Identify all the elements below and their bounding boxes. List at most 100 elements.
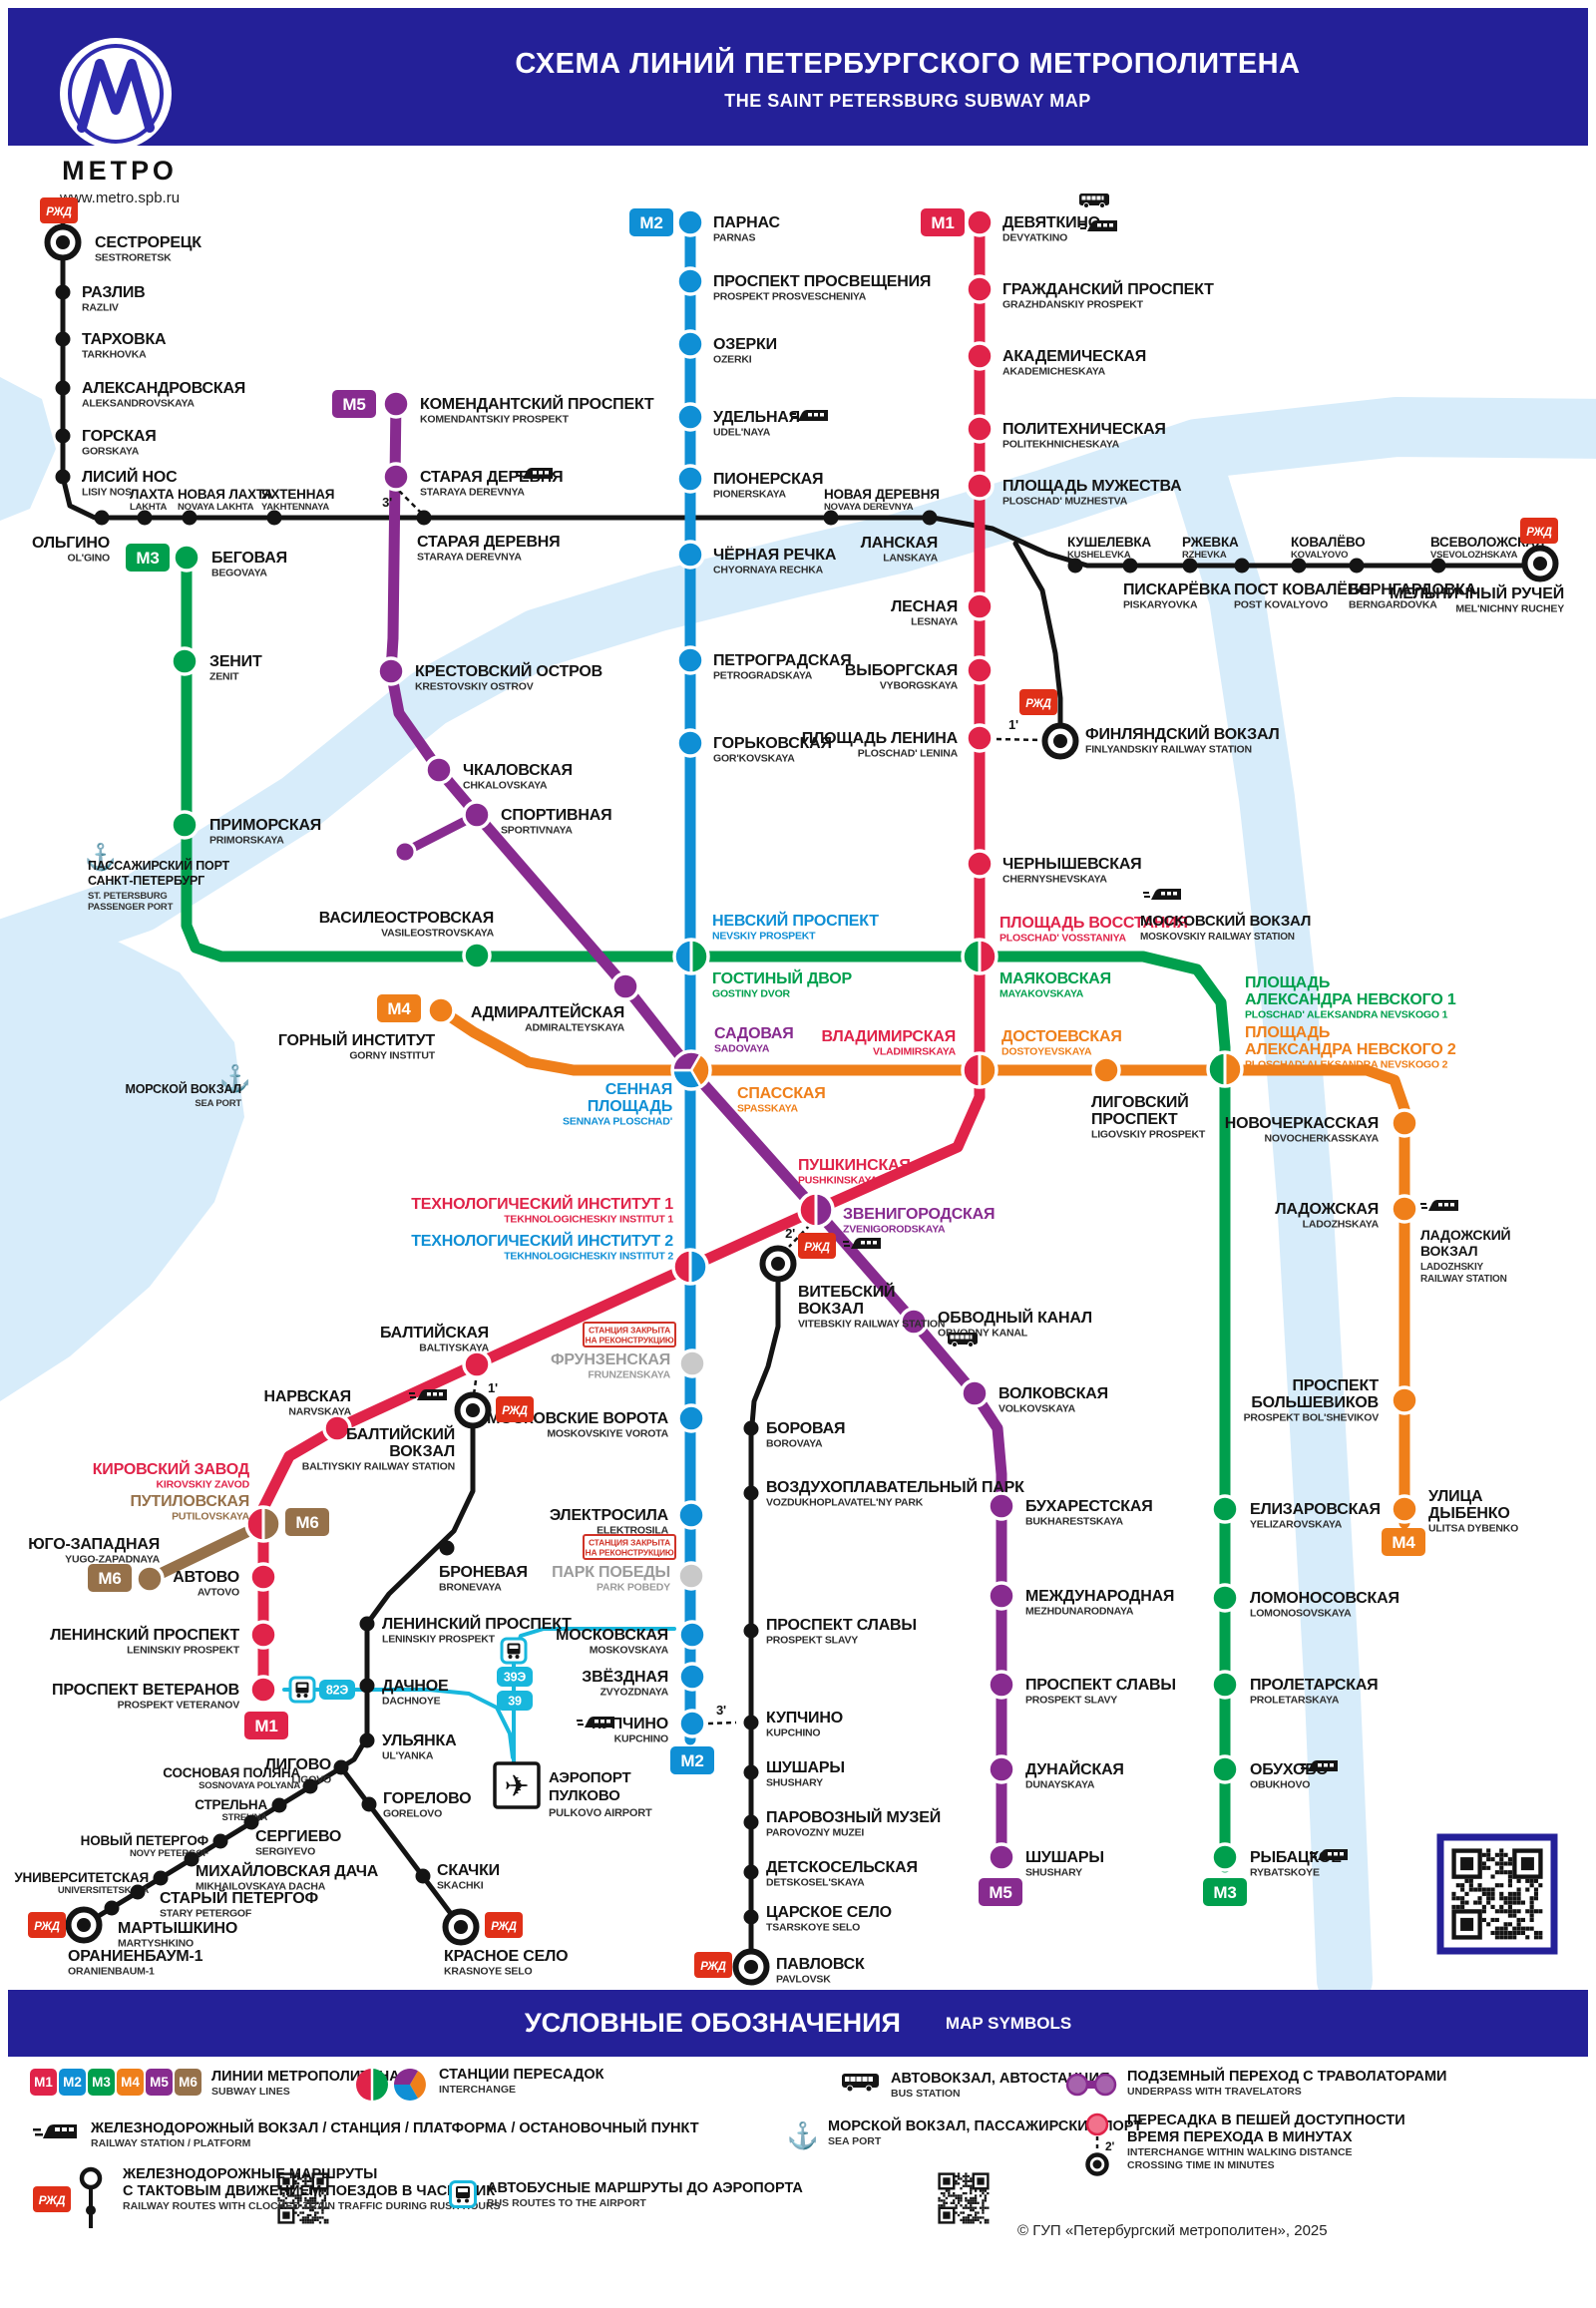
svg-text:VASILEOSTROVSKAYA: VASILEOSTROVSKAYA bbox=[381, 928, 495, 940]
svg-text:3': 3' bbox=[716, 1703, 726, 1718]
logo-url: www.metro.spb.ru bbox=[60, 190, 181, 206]
svg-text:ЛИСИЙ НОС: ЛИСИЙ НОС bbox=[82, 467, 178, 486]
rzd-icon: РЖД bbox=[1019, 689, 1057, 715]
legend-underpass-ru: ПОДЗЕМНЫЙ ПЕРЕХОД С ТРАВОЛАТОРАМИ bbox=[1127, 2069, 1447, 2085]
legend-walk-en1: INTERCHANGE WITHIN WALKING DISTANCE bbox=[1127, 2146, 1353, 2158]
svg-text:КРАСНОЕ СЕЛО: КРАСНОЕ СЕЛО bbox=[444, 1948, 568, 1965]
svg-text:ЛЕНИНСКИЙ ПРОСПЕКТ: ЛЕНИНСКИЙ ПРОСПЕКТ bbox=[382, 1614, 572, 1633]
rail-krasnoye-selo bbox=[338, 1764, 464, 1930]
svg-text:ЧЁРНАЯ РЕЧКА: ЧЁРНАЯ РЕЧКА bbox=[713, 546, 837, 564]
svg-text:ПЛОЩАДЬ МУЖЕСТВА: ПЛОЩАДЬ МУЖЕСТВА bbox=[1002, 478, 1182, 495]
title-russian: СХЕМА ЛИНИЙ ПЕТЕРБУРГСКОГО МЕТРОПОЛИТЕНА bbox=[515, 48, 1301, 80]
svg-text:STARY PETERGOF: STARY PETERGOF bbox=[160, 1908, 252, 1920]
rzd-routes-icon: РЖД bbox=[33, 2166, 103, 2228]
svg-text:MEL'NICHNY RUCHEY: MEL'NICHNY RUCHEY bbox=[1455, 603, 1564, 615]
airport-bus-icon bbox=[449, 2180, 477, 2208]
svg-text:BOROVAYA: BOROVAYA bbox=[766, 1438, 823, 1450]
svg-text:ВОЗДУХОПЛАВАТЕЛЬНЫЙ ПАРК: ВОЗДУХОПЛАВАТЕЛЬНЫЙ ПАРК bbox=[766, 1477, 1024, 1496]
legend-title-ru: УСЛОВНЫЕ ОБОЗНАЧЕНИЯ bbox=[524, 2008, 901, 2038]
svg-text:PARK POBEDY: PARK POBEDY bbox=[597, 1582, 670, 1594]
svg-text:УЛИЦА: УЛИЦА bbox=[1428, 1488, 1483, 1505]
svg-text:ТЕХНОЛОГИЧЕСКИЙ ИНСТИТУТ 1: ТЕХНОЛОГИЧЕСКИЙ ИНСТИТУТ 1 bbox=[411, 1194, 673, 1213]
svg-text:ЛАХТА: ЛАХТА bbox=[130, 487, 175, 502]
svg-text:GOR'KOVSKAYA: GOR'KOVSKAYA bbox=[713, 753, 795, 765]
svg-text:БЕГОВАЯ: БЕГОВАЯ bbox=[211, 550, 287, 567]
svg-text:ЛОМОНОСОВСКАЯ: ЛОМОНОСОВСКАЯ bbox=[1250, 1590, 1399, 1607]
svg-text:РЖЕВКА: РЖЕВКА bbox=[1182, 535, 1239, 550]
svg-text:CHYORNAYA RECHKA: CHYORNAYA RECHKA bbox=[713, 565, 824, 577]
legend-band: УСЛОВНЫЕ ОБОЗНАЧЕНИЯ MAP SYMBOLS bbox=[8, 1990, 1588, 2057]
svg-text:✈: ✈ bbox=[505, 1770, 530, 1803]
svg-text:СТАНЦИЯ ЗАКРЫТА: СТАНЦИЯ ЗАКРЫТА bbox=[589, 1538, 670, 1548]
svg-text:NOVY PETERGOF: NOVY PETERGOF bbox=[130, 1848, 208, 1859]
train-icon bbox=[1310, 1849, 1348, 1860]
train-icon bbox=[790, 410, 828, 421]
svg-text:ТЕХНОЛОГИЧЕСКИЙ ИНСТИТУТ 2: ТЕХНОЛОГИЧЕСКИЙ ИНСТИТУТ 2 bbox=[411, 1231, 673, 1250]
svg-text:39: 39 bbox=[508, 1695, 522, 1709]
svg-text:ОЗЕРКИ: ОЗЕРКИ bbox=[713, 336, 777, 353]
svg-text:KRESTOVSKIY OSTROV: KRESTOVSKIY OSTROV bbox=[415, 681, 534, 693]
svg-text:NEVSKIY PROSPEKT: NEVSKIY PROSPEKT bbox=[712, 931, 816, 943]
svg-text:KUPCHINO: KUPCHINO bbox=[766, 1728, 820, 1739]
line-m4 bbox=[435, 1004, 1410, 1529]
legend-sea-ru: МОРСКОЙ ВОКЗАЛ, ПАССАЖИРСКИЙ ПОРТ bbox=[828, 2118, 1143, 2134]
svg-text:М3: М3 bbox=[1213, 1883, 1236, 1902]
logo-wordmark: МЕТРО bbox=[62, 156, 178, 186]
svg-text:TSARSKOYE SELO: TSARSKOYE SELO bbox=[766, 1922, 860, 1934]
svg-text:ORANIENBAUM-1: ORANIENBAUM-1 bbox=[68, 1966, 155, 1978]
bus-icon bbox=[842, 2074, 879, 2093]
svg-text:SPASSKAYA: SPASSKAYA bbox=[737, 1103, 798, 1115]
svg-text:КУПЧИНО: КУПЧИНО bbox=[766, 1710, 843, 1727]
svg-text:UDEL'NAYA: UDEL'NAYA bbox=[713, 427, 771, 439]
svg-text:STARAYA DEREVNYA: STARAYA DEREVNYA bbox=[420, 487, 525, 499]
svg-text:NOVAYA DEREVNYA: NOVAYA DEREVNYA bbox=[824, 502, 914, 513]
svg-text:РЖД: РЖД bbox=[491, 1921, 517, 1933]
svg-text:СОСНОВАЯ ПОЛЯНА: СОСНОВАЯ ПОЛЯНА bbox=[163, 1765, 300, 1780]
svg-text:DOSTOYEVSKAYA: DOSTOYEVSKAYA bbox=[1001, 1046, 1092, 1058]
svg-text:VSEVOLOZHSKAYA: VSEVOLOZHSKAYA bbox=[1430, 550, 1518, 561]
svg-text:СКАЧКИ: СКАЧКИ bbox=[437, 1862, 500, 1879]
line bbox=[0, 397, 1596, 982]
legend-item-walk: 2' ПЕРЕСАДКА В ПЕШЕЙ ДОСТУПНОСТИ ВРЕМЯ П… bbox=[1083, 2113, 1405, 2184]
rail-vitebsk bbox=[748, 1277, 781, 1956]
svg-text:РЖД: РЖД bbox=[39, 2193, 66, 2207]
svg-text:ШУШАРЫ: ШУШАРЫ bbox=[766, 1759, 845, 1776]
bus-route-badge-39: 39 bbox=[497, 1691, 533, 1711]
svg-text:ЧЕРНЫШЕВСКАЯ: ЧЕРНЫШЕВСКАЯ bbox=[1002, 856, 1141, 873]
legend-badge-m2: М2 bbox=[59, 2069, 86, 2096]
svg-text:ELEKTROSILA: ELEKTROSILA bbox=[597, 1525, 669, 1537]
svg-text:PAVLOVSK: PAVLOVSK bbox=[776, 1974, 831, 1986]
rzd-icon: РЖД bbox=[798, 1233, 836, 1259]
svg-text:SADOVAYA: SADOVAYA bbox=[714, 1043, 770, 1055]
svg-text:ЧКАЛОВСКАЯ: ЧКАЛОВСКАЯ bbox=[463, 762, 573, 779]
svg-text:ULITSA DYBENKO: ULITSA DYBENKO bbox=[1428, 1523, 1518, 1535]
svg-text:ФИНЛЯНДСКИЙ ВОКЗАЛ: ФИНЛЯНДСКИЙ ВОКЗАЛ bbox=[1085, 724, 1280, 743]
svg-text:RZHEVKA: RZHEVKA bbox=[1182, 550, 1227, 561]
svg-text:ЦАРСКОЕ СЕЛО: ЦАРСКОЕ СЕЛО bbox=[766, 1904, 892, 1921]
